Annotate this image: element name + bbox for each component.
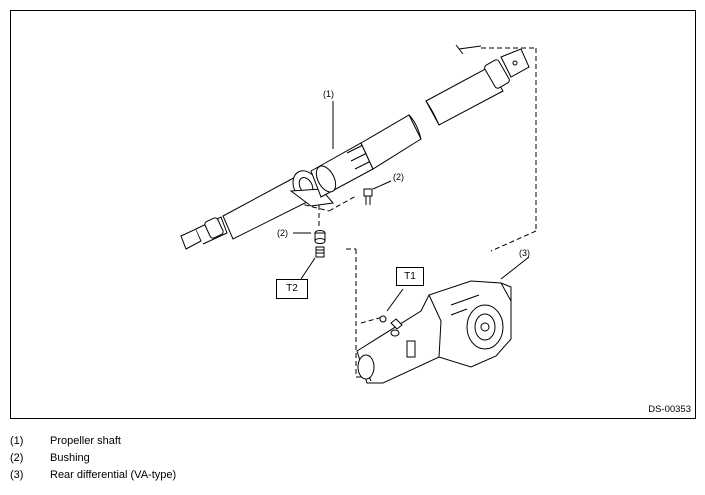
callout-2-bolt: (2) [393,172,404,182]
torque-label-t2: T2 [276,279,308,299]
leader-lines [293,101,530,312]
exploded-view-drawing: (1) (2) (2) (3) [180,44,537,384]
legend-number: (1) [10,435,24,447]
propeller-shaft [180,44,530,250]
legend-number: (3) [10,469,24,481]
callout-1: (1) [323,89,334,99]
legend-item: (2) Bushing [10,450,176,467]
legend-item: (3) Rear differential (VA-type) [10,467,176,484]
diagram-frame: (1) (2) (2) (3) T2 T1 DS-00353 [10,10,696,419]
legend-text: Rear differential (VA-type) [50,469,177,481]
legend-item: (1) Propeller shaft [10,433,176,450]
legend-text: Bushing [50,452,90,464]
bushing [314,230,326,258]
bearing-bolt [363,188,373,205]
parts-legend: (1) Propeller shaft (2) Bushing (3) Rear di… [10,433,176,484]
rear-differential [356,280,512,384]
figure-code: DS-00353 [648,404,691,415]
legend-number: (2) [10,452,24,464]
callout-2-bushing: (2) [277,228,288,238]
torque-label-t1: T1 [396,267,424,286]
legend-text: Propeller shaft [50,435,121,447]
callout-3: (3) [519,248,530,258]
